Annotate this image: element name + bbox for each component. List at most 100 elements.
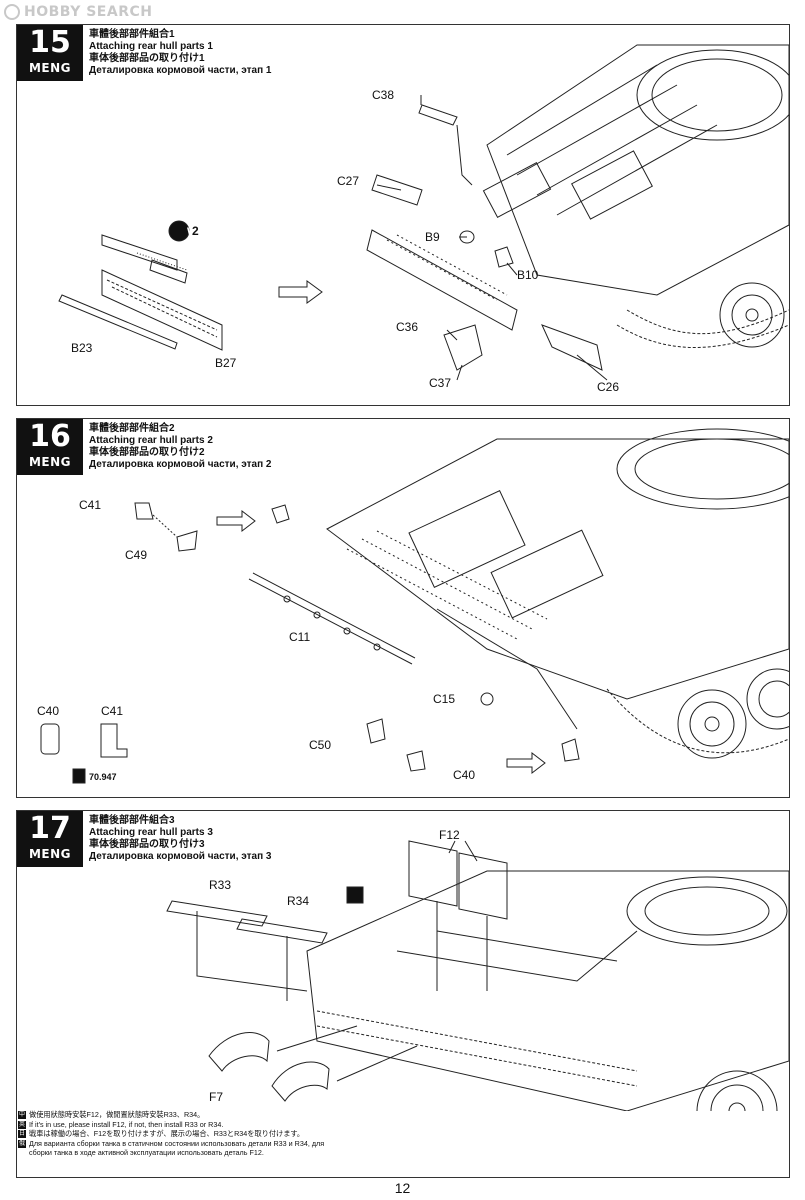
step-titles: 車體後部部件組合3 Attaching rear hull parts 3 車体… [89,815,272,863]
step-16-panel: 16 MENG 車體後部部件組合2 Attaching rear hull pa… [16,418,790,798]
label-b23: B23 [71,341,93,355]
label-c27: C27 [337,174,359,188]
label-c26: C26 [597,380,619,394]
title-ru: Деталировка кормовой части, этап 2 [89,459,272,470]
note-text: If it's in use, please install F12, if n… [29,1119,224,1129]
turret-ring [626,876,788,946]
detail-label-c40: C40 [37,704,59,718]
part-c50 [366,718,386,744]
lang-flag-icon: 英 [18,1120,26,1129]
title-ja: 車体後部部品の取り付け1 [89,53,205,64]
engine-grille [408,490,526,588]
hull-rear-deck [486,44,789,296]
part-f12-right [458,852,508,920]
step-17-panel: 17 MENG 車體後部部件組合3 Attaching rear hull pa… [16,810,790,1178]
title-ja: 車体後部部品の取り付け3 [89,839,205,850]
step-arrow-icon [278,280,323,304]
part-r34 [236,918,328,944]
part-b10 [494,246,514,268]
hull-rear-deck [326,438,789,700]
label-f12: F12 [439,828,460,842]
road-wheel-icon [719,282,785,348]
part-c49 [176,530,198,552]
part-c15 [480,692,494,706]
note-text: Для варианта сборки танка в статичном со… [29,1138,325,1148]
part-f7-left [208,1032,270,1072]
label-b27: B27 [215,356,237,370]
sub-assembly-frame [101,269,223,351]
label-c36: C36 [396,320,418,334]
label-c38: C38 [372,88,394,102]
step-15-illustration: W 2 C38 C27 B9 B10 C36 C37 C26 B23 B27 [58,44,789,394]
step-titles: 車體後部部件組合2 Attaching rear hull parts 2 車体… [89,423,272,471]
part-b23 [58,294,178,350]
wire-badge-icon [168,220,190,242]
note-zh: 中做使用狀態時安裝F12，做閒置狀態時安裝R33、R34。 [18,1110,324,1120]
part-c41 [134,502,154,520]
watermark-logo-icon [4,4,20,20]
title-ru: Деталировка кормовой части, этап 1 [89,65,272,76]
note-ja: 日戦車は稼働の場合、F12を取り付けますが、展示の場合、R33とR34を取り付け… [18,1129,324,1139]
lang-flag-icon: 中 [18,1111,26,1119]
step-number: 16 [29,419,71,454]
label-c40: C40 [453,768,475,782]
part-c40 [406,750,426,772]
wire-badge-letter: W [187,226,198,238]
step-arrow-icon [506,751,546,775]
part-c50-c40-assembled [561,738,580,762]
title-zh: 車體後部部件組合1 [89,29,175,40]
brand-logo: MENG [28,847,72,861]
road-wheel-icon [696,1070,778,1111]
hull-rear-deck [306,870,789,1111]
part-c11 [248,572,416,665]
title-zh: 車體後部部件組合2 [89,423,175,434]
label-c50: C50 [309,738,331,752]
wire-badge-count: 2 [192,224,199,238]
step-number: 15 [29,25,71,60]
note-ru-cont: сборки танка в ходе активной эксплуатаци… [18,1148,324,1158]
part-r33 [166,900,268,927]
part-c26 [541,324,603,371]
label-c37: C37 [429,376,451,390]
label-r33: R33 [209,878,231,892]
label-c49: C49 [125,548,147,562]
step-badge: 16 MENG [17,419,83,475]
lang-flag-icon: 俄 [18,1139,26,1148]
turret-ring [616,428,789,510]
label-f7: F7 [209,1090,223,1104]
part-w2-mesh-left [101,234,178,271]
title-en: Attaching rear hull parts 1 [89,41,213,52]
turret-ring [636,49,789,141]
step-number: 17 [29,811,71,846]
brand-logo: MENG [28,455,72,469]
label-r34: R34 [287,894,309,908]
step-titles: 車體後部部件組合1 Attaching rear hull parts 1 車体… [89,29,272,77]
title-zh: 車體後部部件組合3 [89,815,175,826]
detail-c40-icon [40,723,60,755]
page-number: 12 [394,1180,411,1196]
alternative-option-icon [346,886,364,904]
step-badge: 15 MENG [17,25,83,81]
detail-c41-icon [100,723,128,758]
road-wheel-icon [677,689,747,759]
title-en: Attaching rear hull parts 3 [89,827,213,838]
title-ru: Деталировка кормовой части, этап 3 [89,851,272,862]
note-text: 戦車は稼働の場合、F12を取り付けますが、展示の場合、R33とR34を取り付けま… [29,1129,305,1139]
label-c15: C15 [433,692,455,706]
part-f7-right [271,1061,330,1102]
note-text: сборки танка в ходе активной эксплуатаци… [29,1148,264,1158]
watermark-text: HOBBY SEARCH [24,4,153,20]
paint-code: 70.947 [89,772,117,782]
part-c27 [371,174,423,206]
step-16-illustration: C41 C49 C11 C15 C50 C40 C40 C41 70.947 [37,428,789,784]
step-arrow-icon [216,509,256,533]
step-15-panel: 15 MENG 車體後部部件組合1 Attaching rear hull pa… [16,24,790,406]
part-c41-c49-assembled [271,504,290,524]
title-en: Attaching rear hull parts 2 [89,435,213,446]
part-w2-mesh-right [149,259,188,284]
step-17-illustration: F12 R33 R34 F7 [166,828,789,1111]
detail-label-c41: C41 [101,704,123,718]
lang-flag-icon: 日 [18,1130,26,1139]
